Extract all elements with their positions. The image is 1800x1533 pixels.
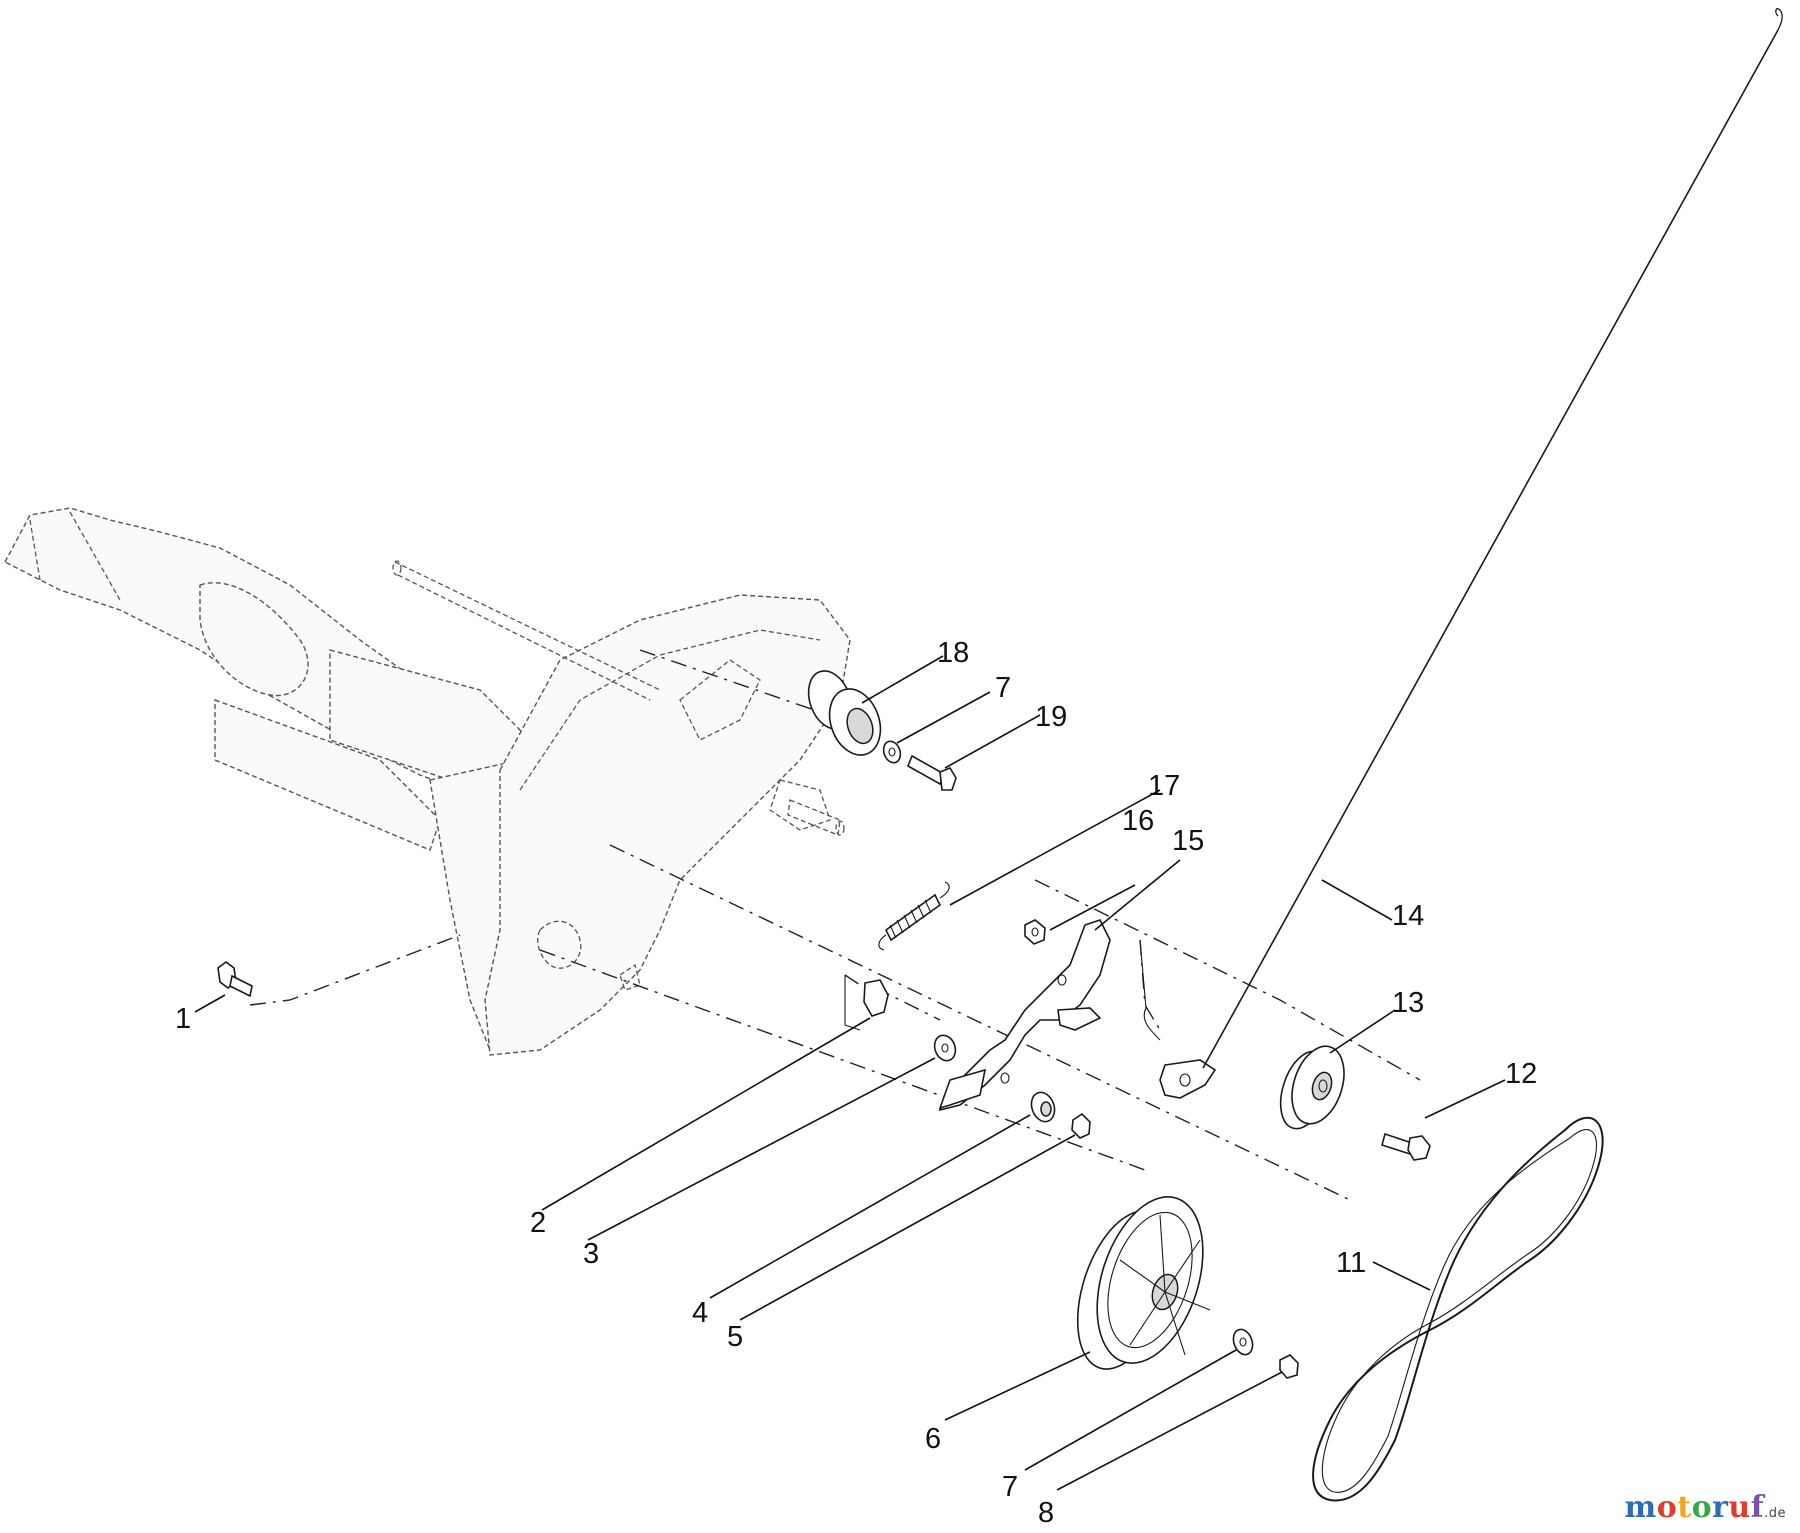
part-2-clip bbox=[844, 975, 889, 1031]
brand-letter: f bbox=[1750, 1490, 1765, 1525]
part-18-bushing bbox=[807, 670, 882, 756]
callout-13: 13 bbox=[1392, 987, 1424, 1019]
brand-letter: m bbox=[1624, 1490, 1657, 1525]
part-1-bolt bbox=[217, 961, 253, 998]
part-5-nut bbox=[1071, 1112, 1091, 1139]
part-16-nut bbox=[1024, 919, 1046, 945]
callout-16: 16 bbox=[1122, 805, 1154, 837]
callout-7-lower: 7 bbox=[1002, 1471, 1018, 1503]
callout-1: 1 bbox=[175, 1003, 191, 1035]
assembly-center-lines bbox=[249, 649, 1421, 1201]
part-3-washer bbox=[933, 1034, 957, 1062]
part-14-cable bbox=[1202, 8, 1783, 1069]
callout-18: 18 bbox=[937, 637, 969, 669]
part-17-spring bbox=[878, 881, 950, 951]
callout-2: 2 bbox=[530, 1207, 546, 1239]
part-19-bolt bbox=[906, 754, 957, 791]
callout-8: 8 bbox=[1038, 1497, 1054, 1529]
frame-phantom bbox=[4, 507, 851, 1056]
part-4-spacer bbox=[1030, 1091, 1056, 1123]
part-11-belt bbox=[1312, 1116, 1604, 1502]
callout-6: 6 bbox=[925, 1423, 941, 1455]
part-15-idler-bracket bbox=[938, 919, 1111, 1112]
callout-12: 12 bbox=[1505, 1058, 1537, 1090]
brand-letter: t bbox=[1677, 1490, 1692, 1525]
callout-11: 11 bbox=[1336, 1247, 1366, 1279]
brand-letter: o bbox=[1656, 1490, 1678, 1525]
part-12-bolt bbox=[1381, 1132, 1431, 1161]
part-7-washer-upper bbox=[882, 740, 902, 764]
callout-14: 14 bbox=[1392, 900, 1424, 932]
callout-3: 3 bbox=[583, 1238, 599, 1270]
part-13-idler-pulley bbox=[1279, 1045, 1345, 1130]
brand-suffix: .de bbox=[1764, 1506, 1786, 1521]
callout-5: 5 bbox=[727, 1321, 743, 1353]
brand-letter: u bbox=[1728, 1490, 1751, 1525]
part-6-drive-pulley bbox=[1076, 1196, 1211, 1370]
part-7-washer-lower bbox=[1232, 1328, 1254, 1356]
callout-7-upper: 7 bbox=[995, 672, 1011, 704]
brand-letter: o bbox=[1691, 1490, 1713, 1525]
cable-hook bbox=[1139, 939, 1217, 1099]
brand-name: motoruf bbox=[1624, 1490, 1764, 1525]
callout-labels: 1 2 3 4 5 6 7 8 11 12 13 14 15 16 17 18 … bbox=[175, 637, 1537, 1529]
callout-19: 19 bbox=[1035, 701, 1067, 733]
brand-letter: r bbox=[1712, 1490, 1729, 1525]
callout-17: 17 bbox=[1148, 770, 1180, 802]
callout-15: 15 bbox=[1172, 825, 1204, 857]
leader-lines bbox=[194, 655, 1506, 1491]
motoruf-logo: motoruf.de bbox=[1624, 1490, 1786, 1525]
part-8-bolt bbox=[1279, 1354, 1299, 1379]
callout-4: 4 bbox=[692, 1297, 708, 1329]
